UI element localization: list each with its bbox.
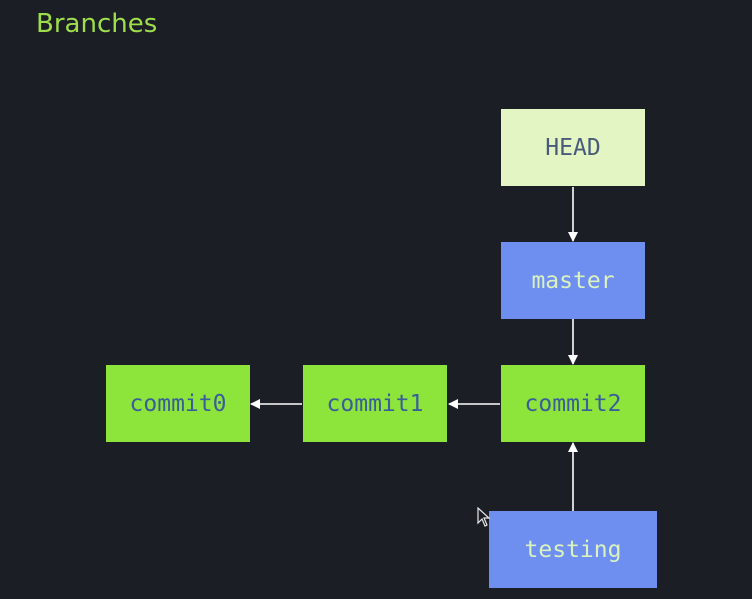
node-commit2: commit2 <box>501 365 645 442</box>
mouse-pointer-icon <box>477 507 491 527</box>
node-head: HEAD <box>501 109 645 186</box>
node-master: master <box>501 242 645 319</box>
slide-title: Branches <box>36 9 158 39</box>
node-commit1: commit1 <box>303 365 447 442</box>
node-commit0: commit0 <box>106 365 250 442</box>
node-testing: testing <box>489 511 657 588</box>
